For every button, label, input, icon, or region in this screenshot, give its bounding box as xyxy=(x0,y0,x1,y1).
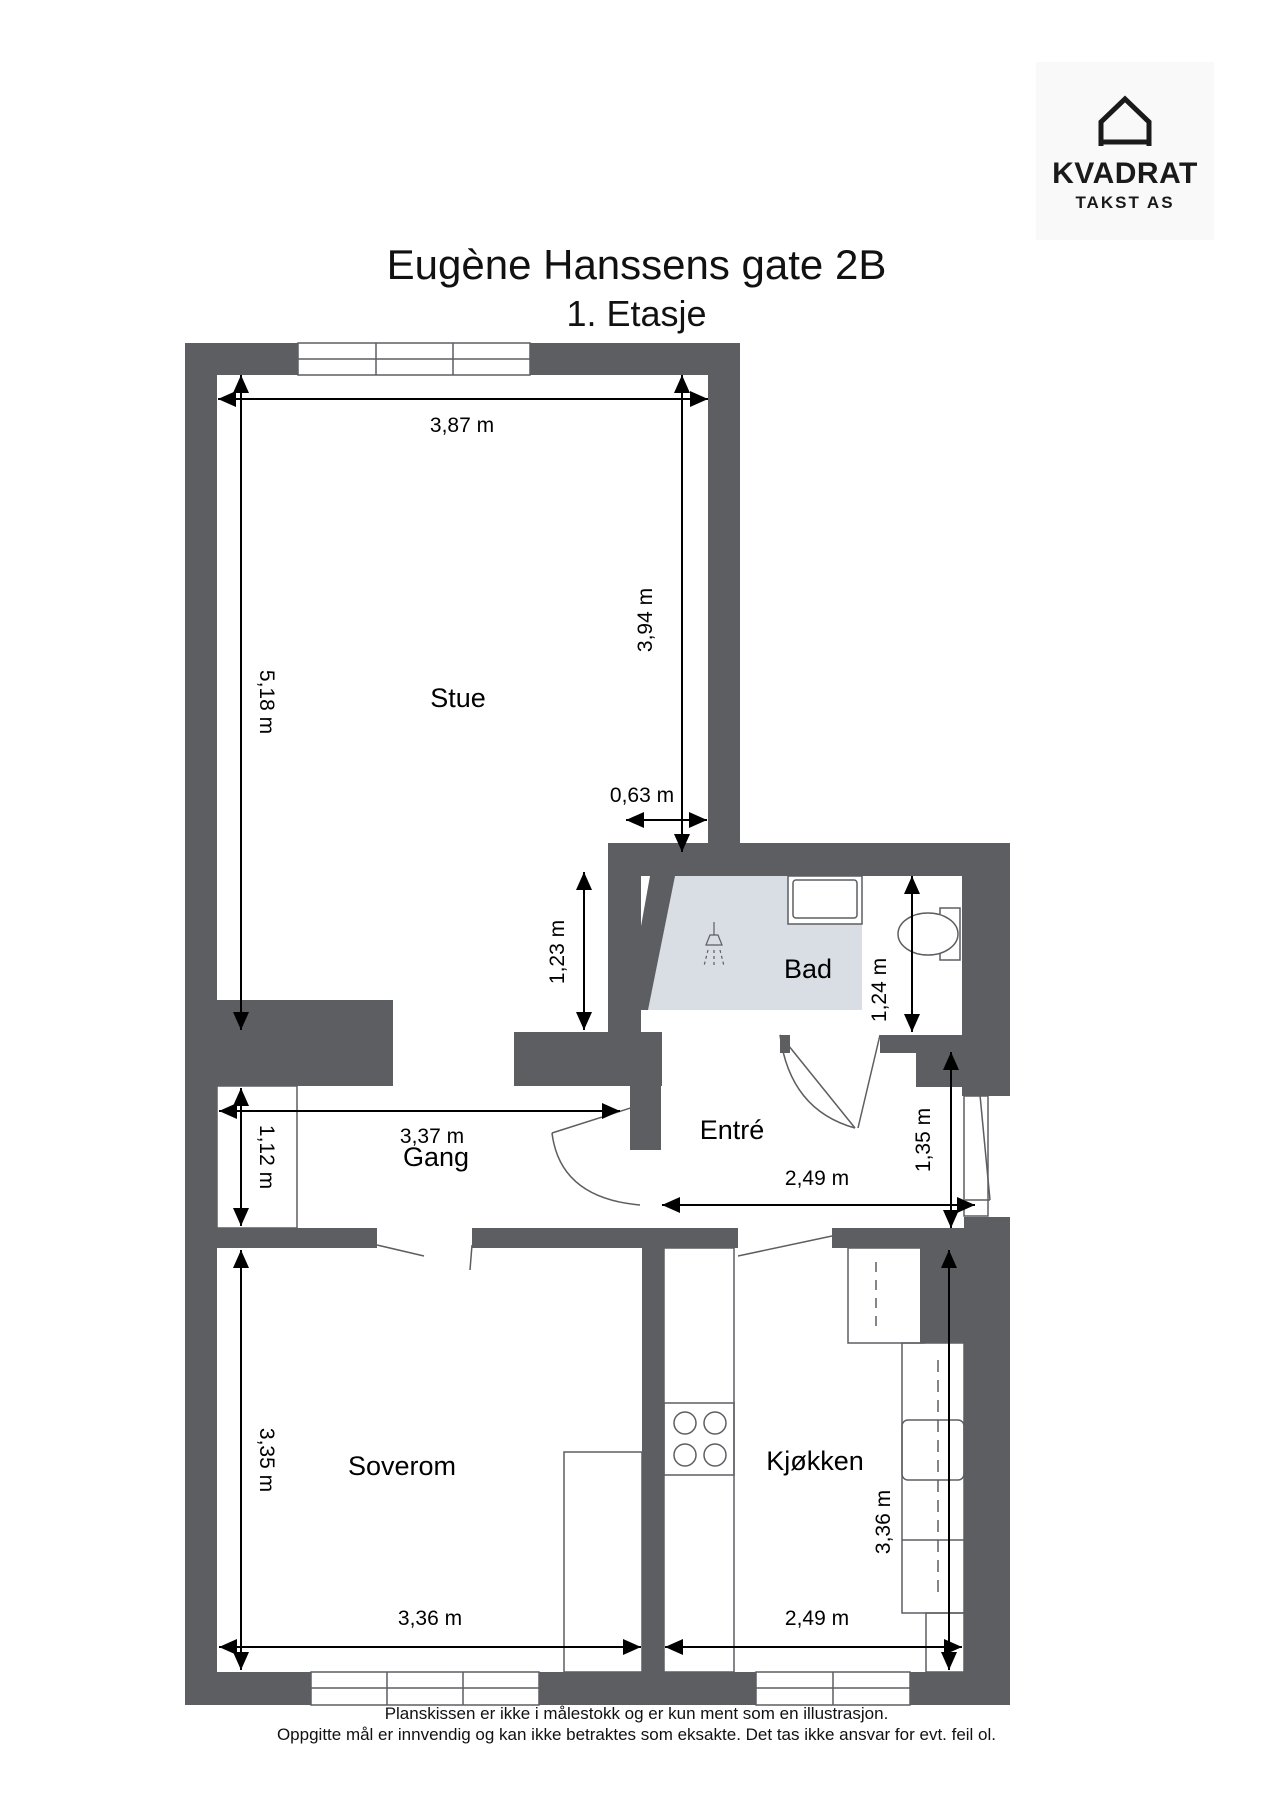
room-label-kjokken: Kjøkken xyxy=(766,1446,864,1476)
doors xyxy=(376,1034,991,1271)
dim-soverom-width: 3,36 m xyxy=(398,1607,462,1630)
stove-icon xyxy=(663,1402,735,1476)
dim-stue-offset: 0,63 m xyxy=(610,784,674,807)
room-label-stue: Stue xyxy=(430,683,486,713)
dim-bad-depth-left: 1,23 m xyxy=(546,920,569,984)
company-logo: KVADRAT TAKST AS xyxy=(1036,62,1214,240)
dim-stue-width: 3,87 m xyxy=(430,414,494,437)
wardrobe xyxy=(216,1085,298,1229)
dim-stue-depth-left: 5,18 m xyxy=(255,670,278,734)
floor-subtitle: 1. Etasje xyxy=(566,293,707,334)
room-label-bad: Bad xyxy=(784,954,832,984)
room-label-entre: Entré xyxy=(700,1115,765,1145)
logo-name: KVADRAT xyxy=(1052,157,1198,190)
dim-entre-width: 2,49 m xyxy=(785,1167,849,1190)
sink-icon xyxy=(787,875,863,925)
shower-icon xyxy=(703,922,725,967)
dim-gang-width: 3,37 m xyxy=(400,1125,464,1148)
room-label-soverom: Soverom xyxy=(348,1451,456,1481)
dim-stue-depth-right: 3,94 m xyxy=(634,588,657,652)
house-icon xyxy=(1098,95,1152,146)
page-title: Eugène Hanssens gate 2B xyxy=(386,241,887,288)
dim-gang-depth: 1,12 m xyxy=(255,1125,278,1189)
disclaimer-line-1: Planskissen er ikke i målestokk og er ku… xyxy=(384,1704,889,1723)
dim-kjokken-width: 2,49 m xyxy=(785,1607,849,1630)
toilet-icon xyxy=(897,907,961,961)
disclaimer-line-2: Oppgitte mål er innvendig og kan ikke be… xyxy=(276,1725,997,1744)
dimension-lines xyxy=(218,375,975,1670)
dim-soverom-depth: 3,35 m xyxy=(255,1428,278,1492)
dim-bad-depth-right: 1,24 m xyxy=(868,958,891,1022)
dim-entre-depth: 1,35 m xyxy=(912,1108,935,1172)
bedroom-wardrobe xyxy=(563,1451,643,1673)
logo-subtitle: TAKST AS xyxy=(1075,193,1175,212)
walls xyxy=(185,343,1010,1705)
dim-kjokken-depth: 3,36 m xyxy=(872,1490,895,1554)
windows xyxy=(297,342,989,1706)
room-label-gang: Gang xyxy=(403,1142,469,1172)
